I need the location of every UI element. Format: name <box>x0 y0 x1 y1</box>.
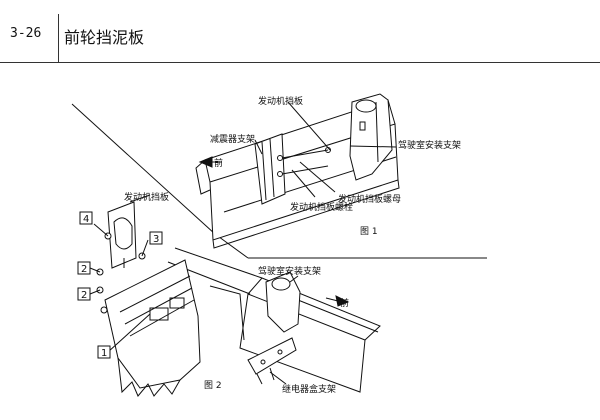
figure1-drawing <box>195 93 400 249</box>
callout-1: 1 <box>101 348 107 359</box>
page-header: 3-26 前轮挡泥板 <box>0 0 600 63</box>
figure2-drawing <box>89 194 381 397</box>
fig2-front-arrow-label: 前 <box>340 297 349 309</box>
callout-2a: 2 <box>81 264 87 275</box>
callout-box-3 <box>149 231 163 245</box>
fig1-engine-plate-label: 发动机挡板 <box>258 95 303 107</box>
callout-box-2a <box>77 261 91 275</box>
callout-box-1 <box>97 345 111 359</box>
fig2-caption: 图 2 <box>204 380 222 391</box>
fig1-front-arrow-label: 前 <box>214 157 223 169</box>
illustration: 1 2 2 3 4 发动机挡板 减震器支架 前 驾驶室安装支架 发动机挡板螺母 … <box>71 93 487 397</box>
callout-box-2b <box>77 287 91 301</box>
callout-4: 4 <box>83 214 89 225</box>
fig2-engine-plate-label: 发动机挡板 <box>124 191 169 203</box>
fig1-shock-bracket-label: 减震器支架 <box>210 133 255 145</box>
page-number: 3-26 <box>10 26 42 41</box>
figure-divider-left <box>71 103 216 235</box>
fig1-caption: 图 1 <box>360 226 378 237</box>
fig1-cab-bracket-label: 驾驶室安装支架 <box>398 139 461 151</box>
fig2-cab-bracket-label: 驾驶室安装支架 <box>258 265 321 277</box>
callout-box-4 <box>79 211 93 225</box>
fig2-relay-bracket-label: 继电器盒支架 <box>282 383 336 395</box>
page-title: 前轮挡泥板 <box>64 28 145 47</box>
fig1-plate-nut-label: 发动机挡板螺母 <box>338 193 401 205</box>
fig1-plate-bolt-label: 发动机挡板螺栓 <box>290 201 353 213</box>
header-divider <box>58 14 59 62</box>
callout-3: 3 <box>153 234 159 245</box>
callout-2b: 2 <box>81 290 87 301</box>
